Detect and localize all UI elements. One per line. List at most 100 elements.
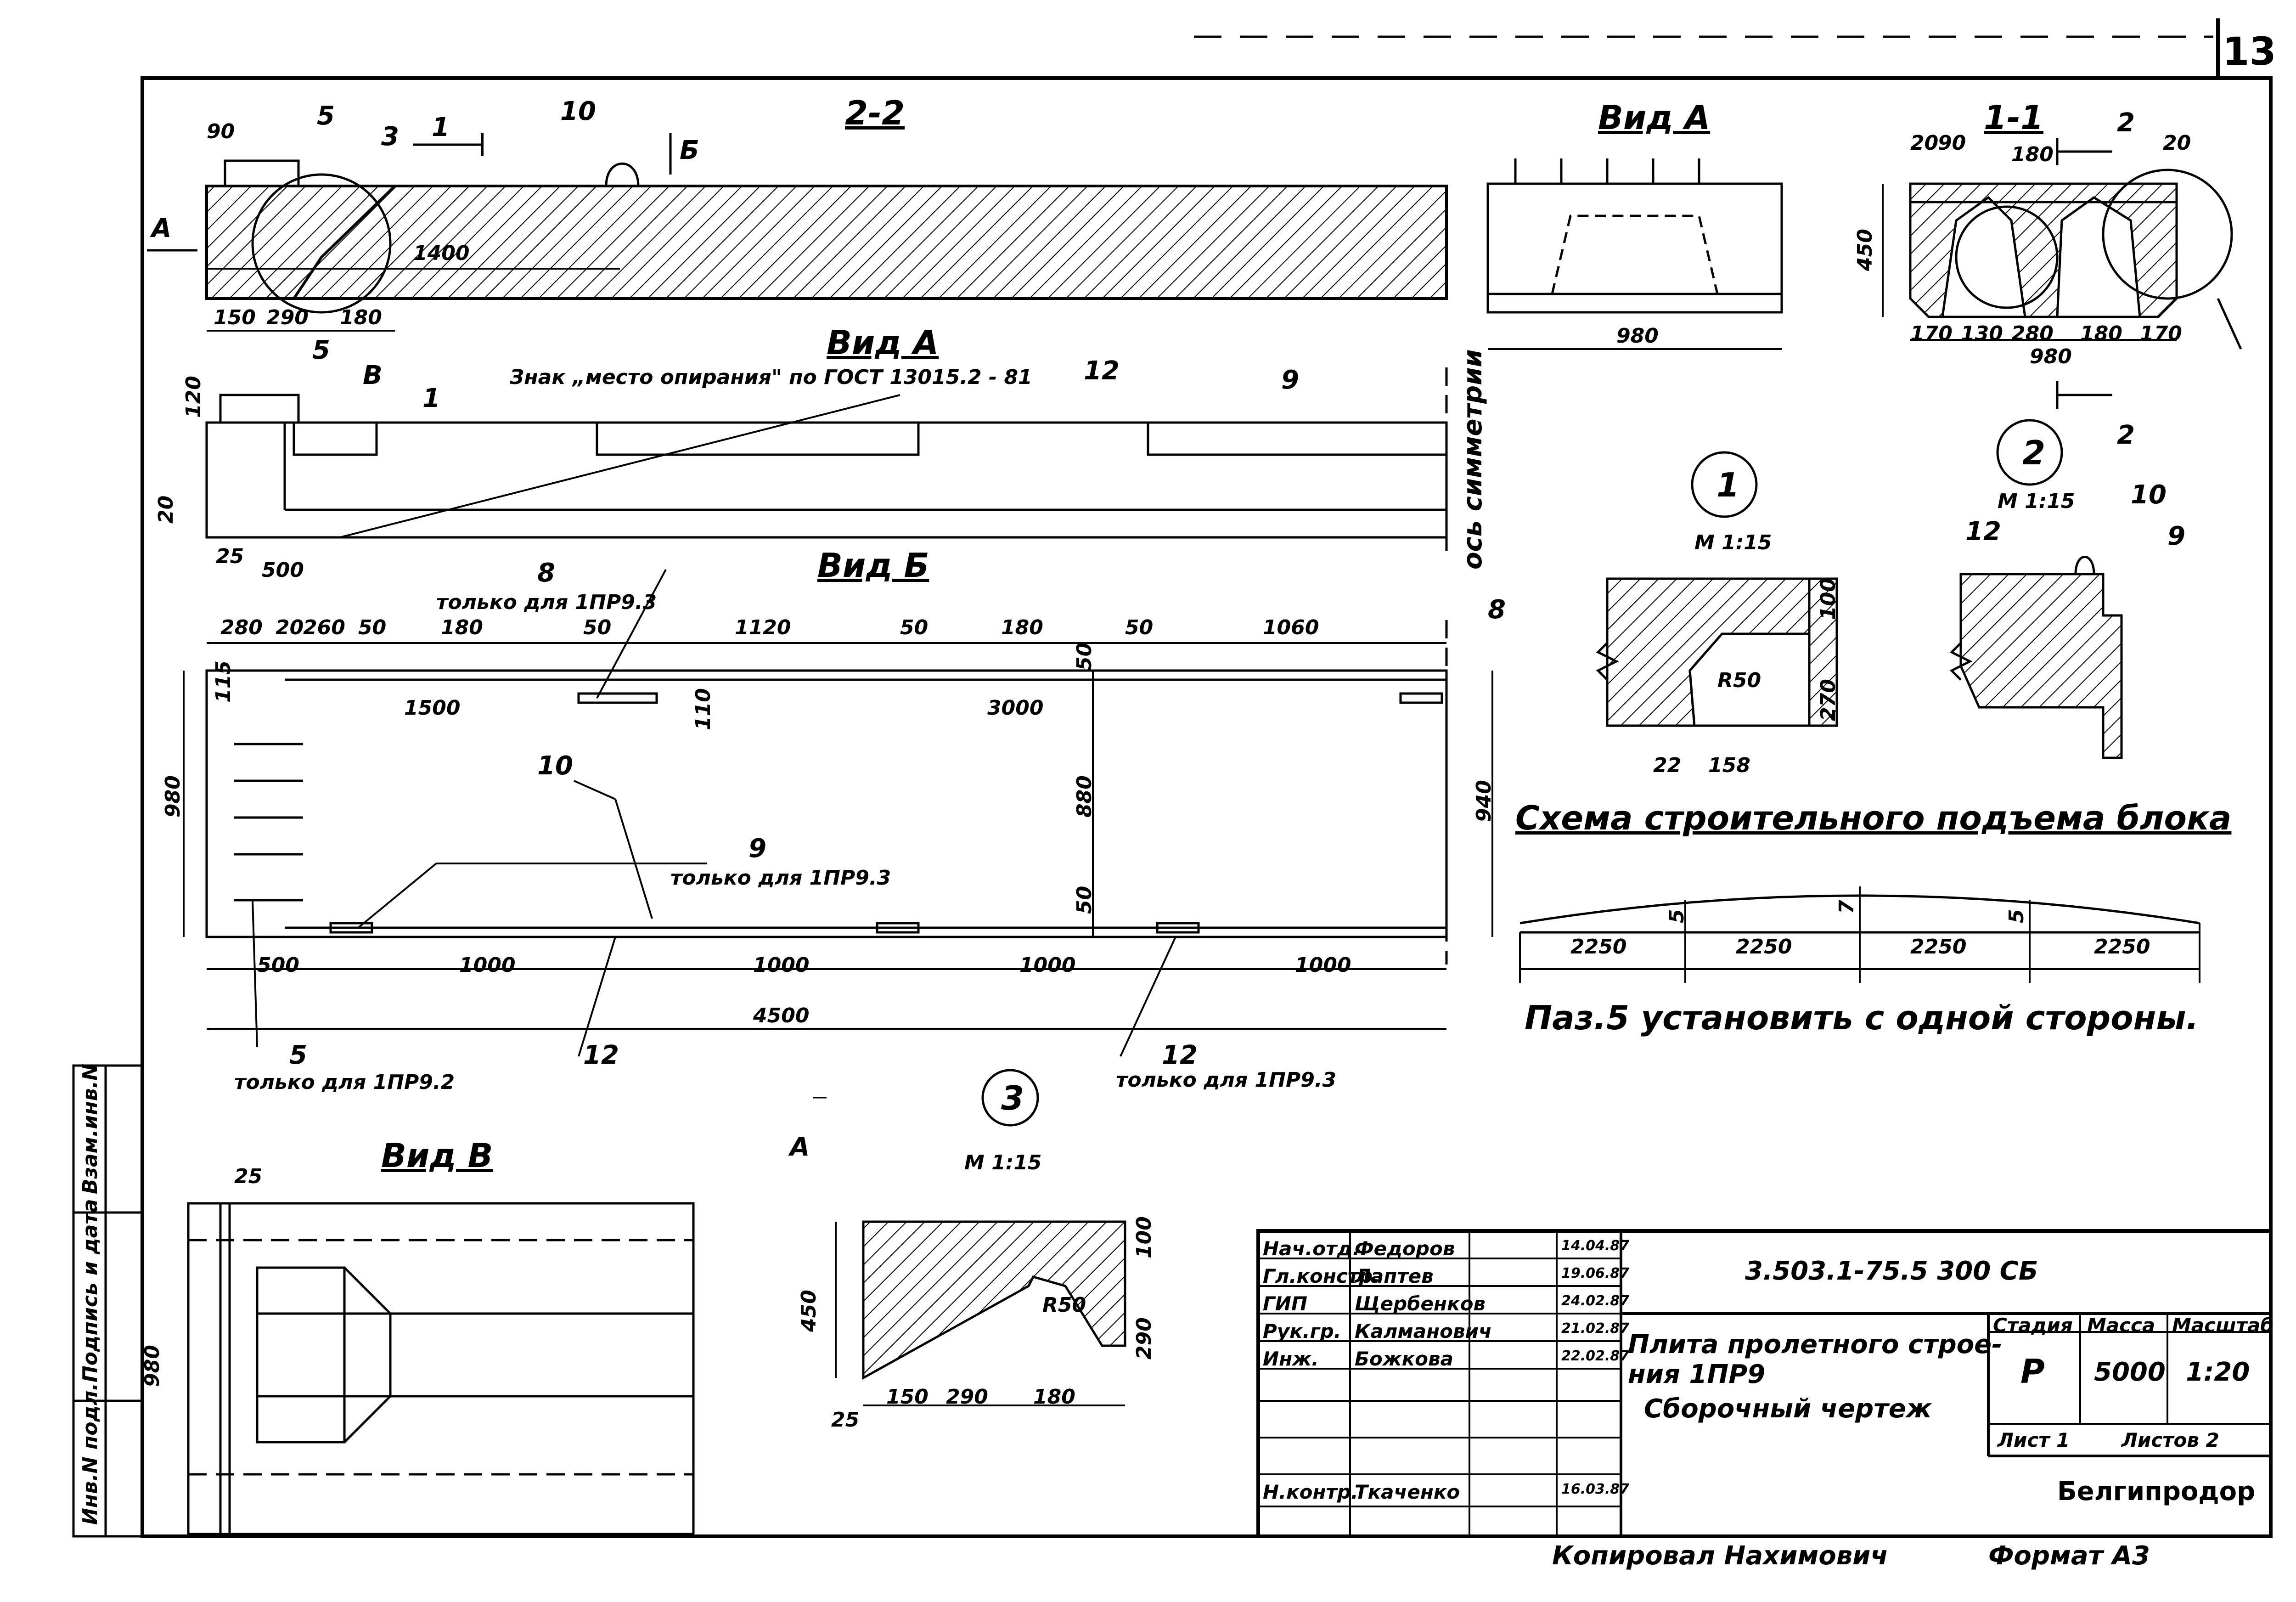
support-sign-label: Знак „место опирания" по ГОСТ 13015.2 - … xyxy=(510,366,1032,389)
label-pos10-top: 10 xyxy=(560,96,596,126)
label-pos9-plan: 9 xyxy=(748,834,766,863)
sig-name: Щербенков xyxy=(1355,1292,1486,1315)
dim-270-det1: 270 xyxy=(1817,679,1840,721)
sig-role: ГИП xyxy=(1263,1292,1308,1315)
view-b-plan xyxy=(183,569,1493,1057)
stage-value: Р xyxy=(2020,1352,2045,1391)
sig-date: 19.06.87 xyxy=(1561,1265,1630,1281)
label-pos2-sec-bottom: 2 xyxy=(2117,420,2135,450)
dim-180-plan-a: 180 xyxy=(441,616,483,639)
label-only-1pr92: только для 1ПР9.2 xyxy=(234,1071,455,1094)
dim-25-det3: 25 xyxy=(831,1408,860,1432)
drawing-designation: 3.503.1-75.5 300 СБ xyxy=(1745,1256,2038,1286)
sig-name: Федоров xyxy=(1355,1237,1455,1260)
scale-value: 1:20 xyxy=(2186,1357,2250,1387)
scale-header: Масштаб xyxy=(2172,1314,2274,1337)
title-line-2: ния 1ПР9 xyxy=(1628,1359,1766,1389)
dim-2250-c: 2250 xyxy=(1910,935,1967,959)
dim-940: 940 xyxy=(1472,780,1496,822)
dim-22-det1: 22 xyxy=(1653,754,1682,777)
dim-980-sec: 980 xyxy=(2030,345,2072,368)
dim-980-viewv: 980 xyxy=(141,1345,164,1387)
detail-1 xyxy=(1596,451,1838,727)
dim-5-b: 5 xyxy=(2005,909,2028,923)
dim-25-viewv: 25 xyxy=(234,1165,263,1188)
dim-180-plan-b: 180 xyxy=(1001,616,1043,639)
dim-2250-a: 2250 xyxy=(1570,935,1627,959)
dim-180-sec: 180 xyxy=(2080,322,2122,345)
dim-1000-a: 1000 xyxy=(459,953,516,977)
dim-280: 280 xyxy=(220,616,263,639)
label-pos3: 3 xyxy=(381,122,399,152)
view-v-title: Вид В xyxy=(381,1136,493,1175)
dim-450-det3: 450 xyxy=(797,1290,821,1332)
copied-by: Копировал Нахимович xyxy=(1552,1541,1888,1571)
sig-name: Божкова xyxy=(1355,1348,1453,1370)
label-only-1pr93-b: только для 1ПР9.3 xyxy=(670,866,891,890)
label-only-1pr93-c: только для 1ПР9.3 xyxy=(1116,1068,1337,1092)
callout-3: 3 xyxy=(1001,1079,1024,1117)
format-label: Формат А3 xyxy=(1988,1541,2150,1571)
label-pos1-side: 1 xyxy=(422,384,440,413)
label-pos12-right: 12 xyxy=(1162,1040,1198,1070)
sig-date: 16.03.87 xyxy=(1561,1481,1630,1497)
stamp-inv-label: Инв.N подл. xyxy=(79,1382,102,1525)
dim-130-sec: 130 xyxy=(1961,322,2003,345)
page-number: 13 xyxy=(2223,29,2276,74)
dim-980-viewd: 980 xyxy=(1616,324,1659,348)
dim-50-d: 50 xyxy=(1125,616,1154,639)
dim-450-sec: 450 xyxy=(1853,229,1877,271)
label-pos12-det2: 12 xyxy=(1965,517,2001,547)
dim-25-side: 25 xyxy=(216,545,244,568)
side-stamp xyxy=(72,1064,144,1538)
organization: Белгипродор xyxy=(2057,1477,2256,1506)
sig-role: Н.контр. xyxy=(1263,1481,1358,1503)
sheet-frame xyxy=(141,18,2273,1538)
dim-3000: 3000 xyxy=(987,696,1044,720)
dim-r50-det3: R50 xyxy=(1042,1293,1086,1317)
dim-50-a: 50 xyxy=(358,616,387,639)
dim-1000-c: 1000 xyxy=(1019,953,1076,977)
dim-50-v1: 50 xyxy=(1073,642,1096,671)
dim-1120: 1120 xyxy=(735,616,791,639)
dim-20-sec-a: 20 xyxy=(1910,131,1939,155)
dim-1000-d: 1000 xyxy=(1295,953,1351,977)
stamp-sign-label: Подпись и дата xyxy=(79,1199,102,1382)
dim-158-det1: 158 xyxy=(1708,754,1750,777)
camber-scheme-title: Схема строительного подъема блока xyxy=(1515,799,2232,837)
label-pos1-top: 1 xyxy=(432,113,450,142)
label-pos9-det2: 9 xyxy=(2167,521,2185,551)
dim-160-sec: 180 xyxy=(2011,143,2054,166)
dim-120: 120 xyxy=(182,376,205,418)
sig-role: Гл.констр. xyxy=(1263,1265,1380,1287)
dim-880: 880 xyxy=(1073,775,1096,818)
dim-4500: 4500 xyxy=(753,1004,810,1027)
dim-20-sec-b: 20 xyxy=(2163,131,2191,155)
label-posA-bottom: А xyxy=(790,1132,810,1162)
section-1-1-title: 1-1 xyxy=(1984,98,2044,137)
sig-role: Нач.отд. xyxy=(1263,1237,1360,1260)
dim-260: 260 xyxy=(303,616,345,639)
dim-150-det3: 150 xyxy=(886,1385,929,1409)
dim-290: 290 xyxy=(266,306,309,329)
symmetry-axis-label: ось симметрии xyxy=(1458,349,1488,570)
dim-20-plan: 20 xyxy=(276,616,304,639)
dim-170-sec-a: 170 xyxy=(1910,322,1953,345)
section-2-2 xyxy=(147,133,1448,332)
callout-2: 2 xyxy=(2022,434,2046,472)
dim-180-det3: 180 xyxy=(1033,1385,1075,1409)
dim-r50-det1: R50 xyxy=(1717,669,1761,692)
dim-170-sec-b: 170 xyxy=(2140,322,2182,345)
sig-name: Калманович xyxy=(1355,1320,1492,1343)
label-pos8-right: 8 xyxy=(1488,595,1506,625)
label-posB-top: Б xyxy=(680,135,699,165)
sheets-label: Листов 2 xyxy=(2122,1429,2219,1451)
label-pos5-top: 5 xyxy=(317,101,335,131)
dim-1500: 1500 xyxy=(404,696,461,720)
callout-1: 1 xyxy=(1716,466,1740,504)
stamp-vzam-label: Взам.инв.N xyxy=(79,1063,102,1194)
dim-1060: 1060 xyxy=(1263,616,1319,639)
sig-date: 14.04.87 xyxy=(1561,1238,1630,1254)
label-pos9-side: 9 xyxy=(1281,365,1299,395)
view-a-title-top: Вид А xyxy=(1598,98,1711,137)
